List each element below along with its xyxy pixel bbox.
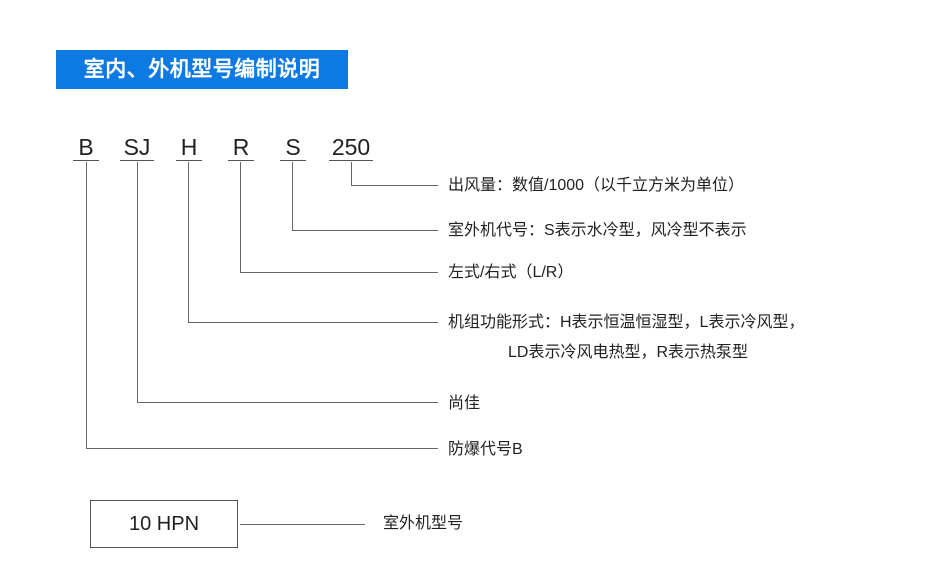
leader-horizontal-h xyxy=(188,322,438,323)
leader-horizontal-b xyxy=(86,448,438,449)
code-underline-h xyxy=(176,160,202,161)
outdoor-unit-description: 室外机型号 xyxy=(383,515,464,532)
outdoor-unit-model-label: 10 HPN xyxy=(128,513,200,535)
leader-vertical-250 xyxy=(351,162,352,186)
code-underline-250 xyxy=(329,160,373,161)
code-token-250: 250 xyxy=(331,134,371,160)
code-token-s: S xyxy=(285,134,301,160)
page-title: 室内、外机型号编制说明 xyxy=(83,58,321,81)
leader-horizontal-r xyxy=(240,272,438,273)
code-token-h: H xyxy=(180,134,198,160)
code-token-b: B xyxy=(78,134,94,160)
code-token-sj: SJ xyxy=(123,134,151,160)
legend-text-outdoor-code: 室外机代号：S表示水冷型，风冷型不表示 xyxy=(448,222,747,239)
leader-horizontal-250 xyxy=(351,185,438,186)
legend-text-function-form-line2: LD表示冷风电热型，R表示热泵型 xyxy=(508,344,749,361)
leader-vertical-r xyxy=(240,162,241,273)
outdoor-unit-model-box: 10 HPN xyxy=(90,500,238,548)
code-underline-s xyxy=(280,160,306,161)
leader-vertical-b xyxy=(86,162,87,449)
legend-text-brand: 尚佳 xyxy=(448,395,481,412)
code-underline-sj xyxy=(120,160,154,161)
leader-horizontal-sj xyxy=(137,402,438,403)
code-underline-r xyxy=(228,160,254,161)
leader-vertical-s xyxy=(292,162,293,231)
legend-text-function-form: 机组功能形式：H表示恒温恒湿型，L表示冷风型， xyxy=(448,314,805,331)
leader-horizontal-outdoor-unit xyxy=(240,524,365,525)
legend-text-left-right: 左式/右式（L/R） xyxy=(448,264,574,281)
leader-vertical-h xyxy=(188,162,189,323)
section-header-banner: 室内、外机型号编制说明 xyxy=(56,50,348,89)
leader-horizontal-s xyxy=(292,230,438,231)
code-token-r: R xyxy=(232,134,250,160)
code-underline-b xyxy=(73,160,99,161)
legend-text-explosion-proof: 防爆代号B xyxy=(448,441,523,458)
leader-vertical-sj xyxy=(137,162,138,403)
legend-text-airflow: 出风量：数值/1000（以千立方米为单位） xyxy=(448,177,745,194)
